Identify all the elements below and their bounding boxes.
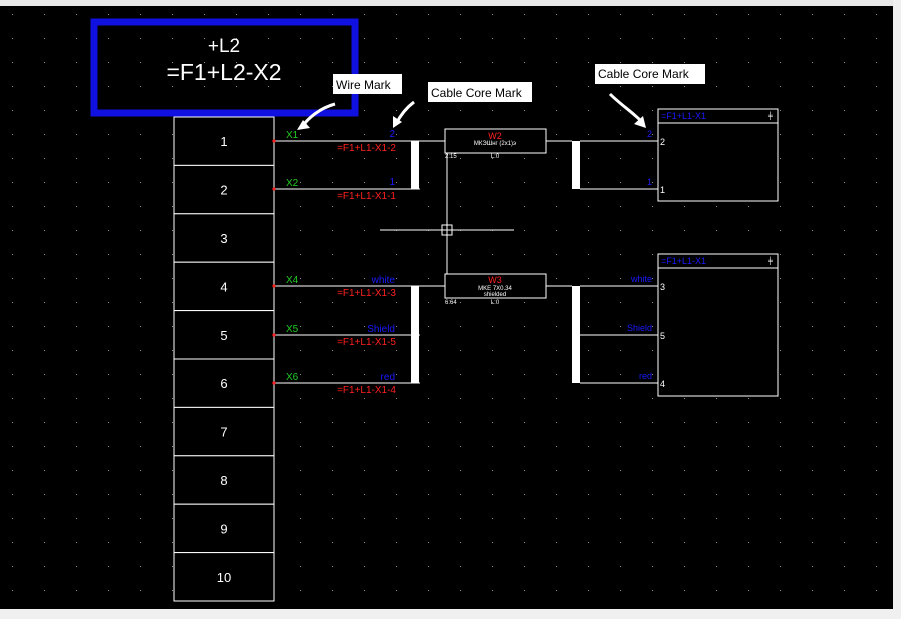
wire-mark: =F1+L1-X1-5 — [337, 337, 396, 348]
wire-mark: =F1+L1-X1-1 — [337, 191, 396, 202]
terminal-number: 1 — [220, 134, 227, 149]
terminal-number: 5 — [220, 328, 227, 343]
terminal-number: 2 — [220, 183, 227, 198]
terminal-label-x6: X6 — [286, 372, 299, 383]
strip-symbol-icon: ╪ — [767, 256, 773, 266]
core-mark: Shield — [367, 324, 395, 335]
cable-name: W2 — [488, 131, 502, 141]
annotation-label: Cable Core Mark — [431, 86, 523, 100]
cable-bundle-bars — [411, 141, 580, 383]
core-mark: white — [371, 275, 396, 286]
target-core: 1 — [647, 177, 652, 187]
terminal-cell[interactable] — [173, 503, 275, 554]
terminal-number: 3 — [220, 231, 227, 246]
target-core: 2 — [647, 129, 652, 139]
target-terminal: 1 — [660, 185, 665, 195]
target-wires — [580, 140, 658, 384]
terminal-wires — [272, 139, 420, 385]
wire-mark: =F1+L1-X1-4 — [337, 385, 396, 396]
title-block[interactable]: +L2 =F1+L2-X2 — [90, 18, 359, 117]
cable-type: MKE 7X0.34 — [478, 286, 512, 292]
terminal-label-x2: X2 — [286, 178, 299, 189]
cable-tag: 2:15 — [445, 154, 457, 160]
terminal-number: 7 — [220, 425, 227, 440]
cable-lines — [380, 140, 572, 287]
arrow-icon — [297, 120, 310, 130]
window-top-edge — [0, 0, 901, 6]
target-core: white — [630, 274, 652, 284]
annotation-wire-mark: Wire Mark — [297, 74, 402, 130]
target-terminal: 5 — [660, 331, 665, 341]
cable-length: L:0 — [491, 300, 500, 306]
terminal-cell[interactable] — [173, 310, 275, 360]
target-strip-1[interactable]: =F1+L1-X1 ╪ 2 1 2 1 — [647, 108, 779, 202]
terminal-number: 10 — [217, 570, 231, 585]
terminal-number: 8 — [220, 473, 227, 488]
cable-tag: 6:64 — [445, 300, 457, 306]
window-bottom-edge — [0, 609, 901, 619]
annotation-label: Cable Core Mark — [598, 67, 690, 81]
annotation-cable-core-mark-2: Cable Core Mark — [595, 64, 705, 128]
terminal-cell[interactable] — [173, 455, 275, 505]
terminal-label-x1: X1 — [286, 130, 299, 141]
core-mark: red — [381, 372, 395, 383]
wire-mark: =F1+L1-X1-2 — [337, 143, 396, 154]
cable-subtype: shielded — [484, 292, 506, 298]
terminal-number: 9 — [220, 521, 227, 536]
cable-name: W3 — [488, 275, 502, 285]
window-right-edge — [893, 0, 901, 619]
terminal-label-x4: X4 — [286, 275, 299, 286]
terminal-strip[interactable]: 1 2 3 4 5 6 7 8 9 10 — [173, 116, 275, 602]
wire-mark: =F1+L1-X1-3 — [337, 288, 396, 299]
cable-w3[interactable]: W3 MKE 7X0.34 shielded L:0 6:64 — [444, 273, 547, 306]
terminal-number: 6 — [220, 376, 227, 391]
arrow-icon — [634, 116, 646, 128]
annotation-label: Wire Mark — [336, 78, 392, 92]
title-block-border — [90, 18, 359, 117]
target-strip-title: =F1+L1-X1 — [661, 111, 706, 121]
terminal-cell[interactable] — [173, 552, 275, 602]
terminal-number: 4 — [220, 279, 227, 294]
target-core: red — [639, 371, 652, 381]
cable-type: МКЭШнг (2х1)э — [474, 141, 516, 147]
terminal-label-x5: X5 — [286, 324, 299, 335]
arrow-icon — [393, 116, 402, 128]
cable-length: L:0 — [491, 154, 500, 160]
cable-w2[interactable]: W2 МКЭШнг (2х1)э L:0 2:15 — [444, 128, 547, 160]
target-terminal: 2 — [660, 137, 665, 147]
target-terminal: 4 — [660, 379, 665, 389]
strip-symbol-icon: ╪ — [767, 111, 773, 121]
target-strip-title: =F1+L1-X1 — [661, 256, 706, 266]
target-core: Shield — [627, 323, 652, 333]
core-mark: 1 — [389, 177, 395, 188]
target-terminal: 3 — [660, 282, 665, 292]
core-mark: 2 — [389, 129, 395, 140]
title-designation: =F1+L2-X2 — [166, 59, 281, 85]
title-location: +L2 — [208, 36, 240, 57]
target-strip-2[interactable]: =F1+L1-X1 ╪ white Shield red 3 5 4 — [627, 253, 779, 397]
annotation-cable-core-mark-1: Cable Core Mark — [393, 82, 532, 128]
